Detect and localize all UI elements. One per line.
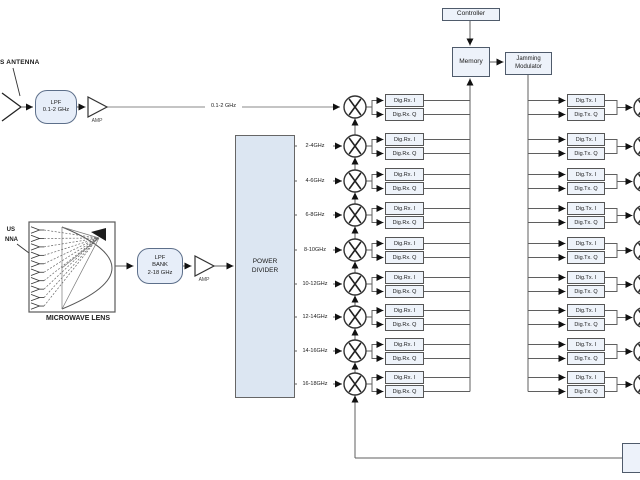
jamming-modulator-line1: Jamming <box>516 56 541 62</box>
tx-mixer-icon <box>633 240 640 261</box>
tx-mixer-icon <box>633 97 640 118</box>
tx-mixer-icon <box>633 171 640 192</box>
tx-i-box: Dig.Tx. I <box>567 237 605 250</box>
rx-i-box: Dig.Rx. I <box>385 271 424 284</box>
tx-i-box: Dig.Tx. I <box>567 304 605 317</box>
tx-q-box: Dig.Tx. Q <box>567 318 605 331</box>
power-divider-box: POWER DIVIDER <box>235 135 295 398</box>
rx-q-box: Dig.Rx. Q <box>385 108 424 121</box>
rx-i-box: Dig.Rx. I <box>385 202 424 215</box>
amp2-icon <box>194 255 216 277</box>
lens-antenna-label-line1: US <box>6 227 15 233</box>
tx-mixer-icon <box>633 274 640 295</box>
rx-mixer-icon <box>343 238 367 262</box>
lens-antenna-label-line2: NNA <box>5 237 18 243</box>
tx-mixer-icon <box>633 205 640 226</box>
lpf-bank-line2: BANK <box>152 262 168 269</box>
band-label: 10-12GHz <box>297 279 333 289</box>
tx-i-box: Dig.Tx. I <box>567 133 605 146</box>
jamming-modulator-box: Jamming Modulator <box>505 52 552 75</box>
rx-i-box: Dig.Rx. I <box>385 304 424 317</box>
memory-box: Memory <box>452 47 490 77</box>
rx-i-box: Dig.Rx. I <box>385 371 424 384</box>
band-label: 12-14GHz <box>297 312 333 322</box>
band-label: 2-4GHz <box>297 141 333 151</box>
tx-q-box: Dig.Tx. Q <box>567 147 605 160</box>
rx-mixer-icon <box>343 272 367 296</box>
microwave-lens-icon <box>28 221 116 313</box>
whip-antenna-icon <box>1 92 22 122</box>
lo-oscillator-box: LO OSC <box>622 443 640 473</box>
rx-q-box: Dig.Rx. Q <box>385 251 424 264</box>
low-band-line-label: 0.1-2 GHz <box>205 102 242 111</box>
tx-mixer-icon <box>633 136 640 157</box>
power-divider-line2: DIVIDER <box>251 266 279 274</box>
jamming-modulator-line2: Modulator <box>515 63 542 70</box>
tx-q-box: Dig.Tx. Q <box>567 251 605 264</box>
rx-mixer-icon <box>343 203 367 227</box>
rx-q-box: Dig.Rx. Q <box>385 216 424 229</box>
tx-i-box: Dig.Tx. I <box>567 338 605 351</box>
tx-q-box: Dig.Tx. Q <box>567 352 605 365</box>
rx-q-box: Dig.Rx. Q <box>385 285 424 298</box>
rx-mixer-icon <box>343 95 367 119</box>
tx-i-box: Dig.Tx. I <box>567 94 605 107</box>
tx-q-box: Dig.Tx. Q <box>567 216 605 229</box>
tx-q-box: Dig.Tx. Q <box>567 285 605 298</box>
tx-q-box: Dig.Tx. Q <box>567 182 605 195</box>
rx-mixer-icon <box>343 134 367 158</box>
rx-i-box: Dig.Rx. I <box>385 133 424 146</box>
rx-i-box: Dig.Rx. I <box>385 168 424 181</box>
amp1-label: AMP <box>91 118 103 124</box>
rx-q-box: Dig.Rx. Q <box>385 318 424 331</box>
rx-q-box: Dig.Rx. Q <box>385 352 424 365</box>
rx-mixer-icon <box>343 372 367 396</box>
lpf-bank-line3: 2-18 GHz <box>147 269 173 276</box>
tx-mixer-icon <box>633 374 640 395</box>
rx-mixer-icon <box>343 339 367 363</box>
tx-mixer-icon <box>633 307 640 328</box>
rx-q-box: Dig.Rx. Q <box>385 385 424 398</box>
rx-i-box: Dig.Rx. I <box>385 237 424 250</box>
rx-mixer-icon <box>343 305 367 329</box>
rx-q-box: Dig.Rx. Q <box>385 147 424 160</box>
tx-i-box: Dig.Tx. I <box>567 271 605 284</box>
band-label: 4-6GHz <box>297 176 333 186</box>
rx-i-box: Dig.Rx. I <box>385 94 424 107</box>
rx-mixer-icon <box>343 169 367 193</box>
tx-mixer-icon <box>633 341 640 362</box>
lpf-bank-line1: LPF <box>154 255 166 262</box>
rx-q-box: Dig.Rx. Q <box>385 182 424 195</box>
lpf-bank-box: LPF BANK 2-18 GHz <box>137 248 183 284</box>
amp1-icon <box>87 96 109 118</box>
power-divider-line1: POWER <box>252 258 278 266</box>
controller-box: Controller <box>442 8 500 21</box>
lpf1-line2: 0.1-2 GHz <box>42 107 70 113</box>
low-band-antenna-label: S ANTENNA <box>0 59 40 66</box>
tx-q-box: Dig.Tx. Q <box>567 108 605 121</box>
amp2-label: AMP <box>198 277 210 283</box>
band-label: 16-18GHz <box>297 379 333 389</box>
band-label: 6-8GHz <box>297 210 333 220</box>
rx-i-box: Dig.Rx. I <box>385 338 424 351</box>
band-label: 8-10GHz <box>297 245 333 255</box>
microwave-lens-caption: MICROWAVE LENS <box>45 315 111 322</box>
tx-i-box: Dig.Tx. I <box>567 168 605 181</box>
lpf-0-1-2ghz-box: LPF 0.1-2 GHz <box>35 90 77 124</box>
band-label: 14-16GHz <box>297 346 333 356</box>
tx-i-box: Dig.Tx. I <box>567 371 605 384</box>
lpf1-line1: LPF <box>50 99 62 106</box>
tx-q-box: Dig.Tx. Q <box>567 385 605 398</box>
tx-i-box: Dig.Tx. I <box>567 202 605 215</box>
